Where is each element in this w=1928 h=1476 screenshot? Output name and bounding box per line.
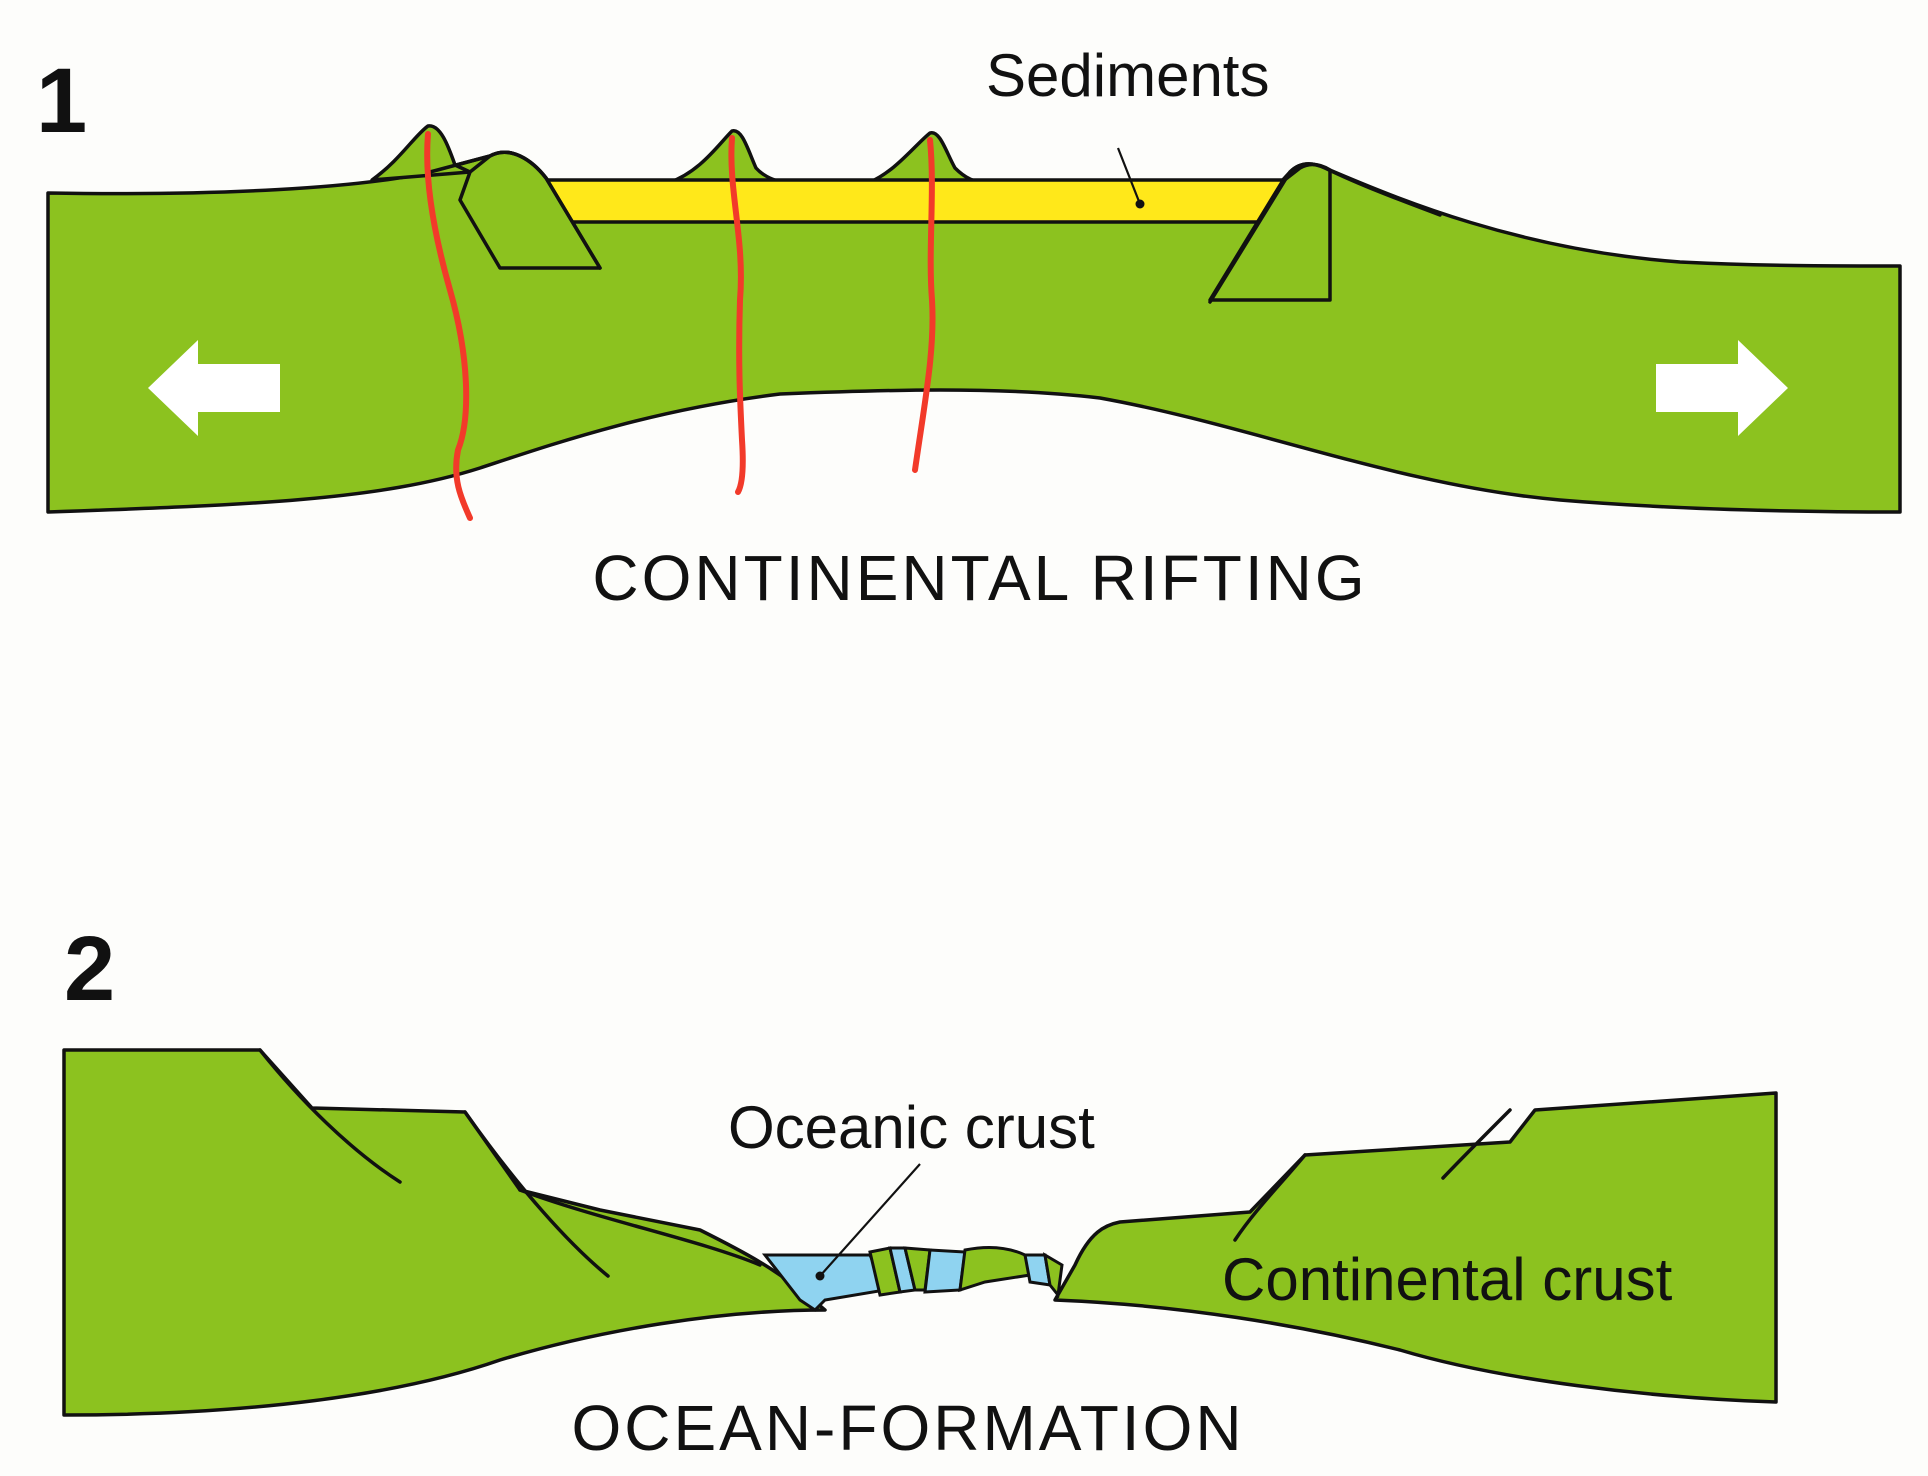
panel-2-number: 2 xyxy=(64,918,115,1020)
oceanic-crust-label: Oceanic crust xyxy=(728,1094,1095,1161)
oceanic-crust-leader-dot xyxy=(815,1271,825,1281)
normal-fault xyxy=(258,1048,402,1184)
rift-fault-right xyxy=(1208,162,1442,304)
normal-fault xyxy=(463,1110,610,1278)
sediments-leader-dot xyxy=(1135,199,1145,209)
magma-conduit xyxy=(424,131,473,521)
panel-ocean-formation: 2 Oceanic crust Continental crust OCEAN-… xyxy=(62,918,1778,1464)
rift-fault-left xyxy=(428,150,602,270)
panel-1-number: 1 xyxy=(36,50,87,152)
panel-continental-rifting: 1 Sediments CONTINENTAL RIFTING xyxy=(36,42,1902,614)
continental-crust-label: Continental crust xyxy=(1222,1246,1673,1313)
sediment-layer xyxy=(538,178,1284,224)
normal-fault xyxy=(1233,1153,1307,1242)
magma-conduit xyxy=(912,137,936,473)
volcanic-peak xyxy=(370,124,472,182)
arrow-left-icon xyxy=(148,340,280,436)
oceanic-crust-leader-line xyxy=(819,1163,921,1277)
oceanic-crust xyxy=(761,1246,1064,1312)
sediments-leader-line xyxy=(1116,147,1142,205)
normal-fault xyxy=(518,1188,762,1267)
normal-fault xyxy=(1441,1108,1512,1180)
panel-1-title: CONTINENTAL RIFTING xyxy=(592,542,1367,614)
continental-crust-right xyxy=(1053,1091,1778,1404)
continental-crust-left xyxy=(62,1048,827,1417)
sediments-label: Sediments xyxy=(986,42,1269,109)
panel-2-title: OCEAN-FORMATION xyxy=(571,1392,1244,1464)
magma-conduit xyxy=(728,135,746,495)
arrow-right-icon xyxy=(1656,340,1788,436)
